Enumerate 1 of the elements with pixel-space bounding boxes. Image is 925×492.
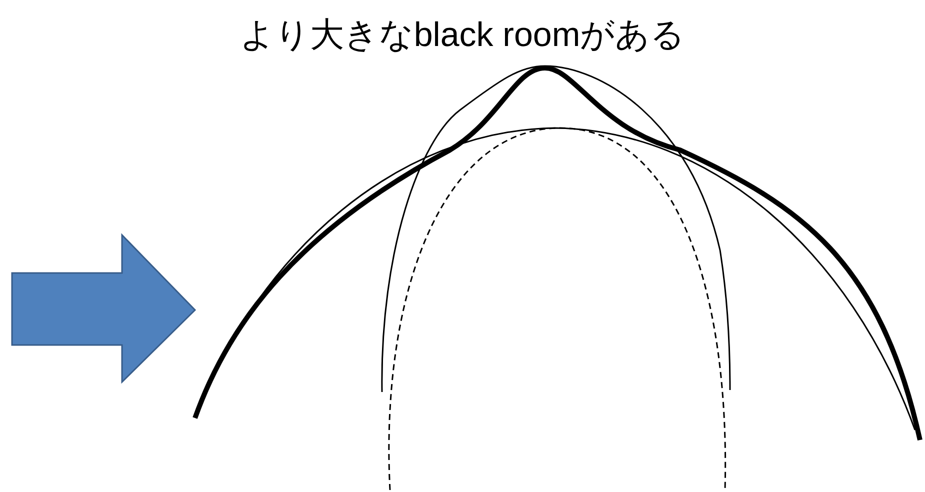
title: より大きなblack roomがある	[240, 15, 686, 56]
